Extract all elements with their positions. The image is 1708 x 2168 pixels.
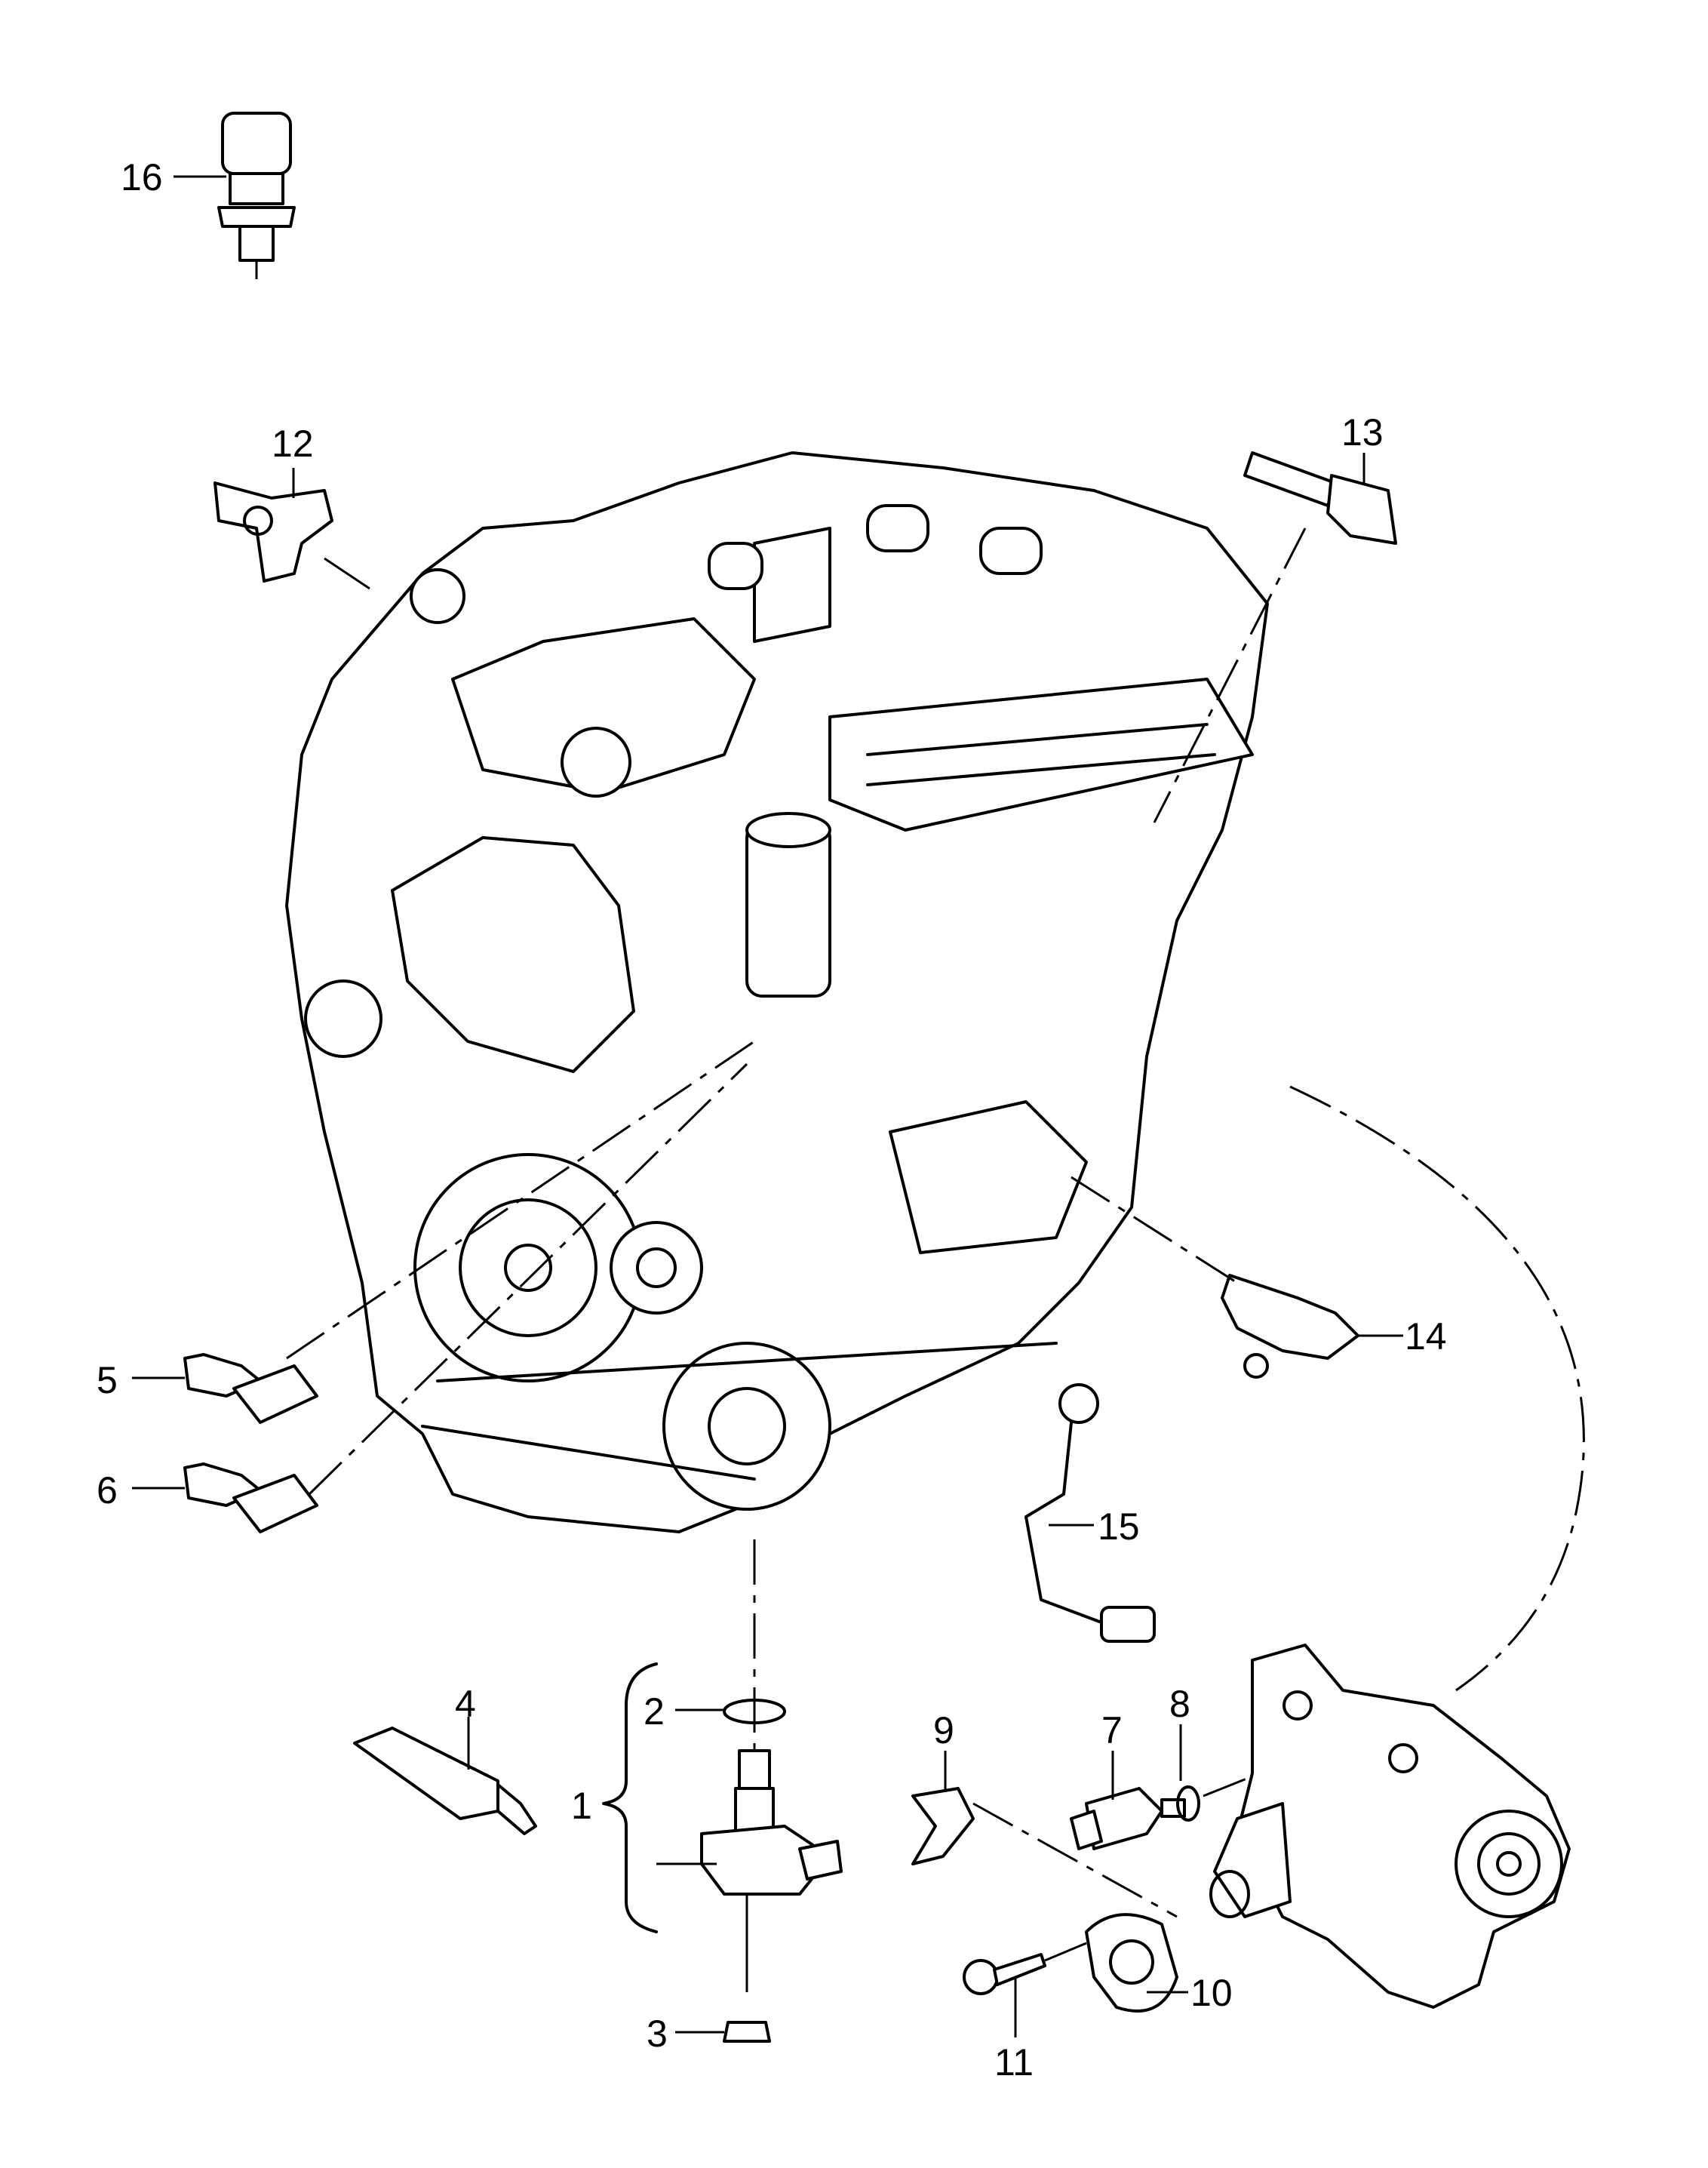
- part-13-sensor: [1153, 451, 1397, 823]
- callout-3: 3: [647, 2013, 668, 2055]
- callout-8: 8: [1169, 1683, 1190, 1725]
- part-3-nut: [675, 2021, 771, 2043]
- callout-4: 4: [455, 1683, 476, 1725]
- part-4-sealant-tube: [353, 1717, 537, 1835]
- callout-2: 2: [644, 1690, 665, 1733]
- callout-15: 15: [1098, 1505, 1140, 1548]
- callout-7: 7: [1101, 1709, 1123, 1751]
- callout-5: 5: [97, 1359, 118, 1401]
- part-9-clip: [911, 1751, 1178, 1918]
- engine-assembly: [285, 451, 1269, 1533]
- callout-14: 14: [1405, 1315, 1447, 1358]
- part-7-temperature-sensor: [1070, 1751, 1186, 1850]
- part-1-oil-level-sensor: [602, 1662, 843, 1992]
- callout-13: 13: [1341, 411, 1384, 454]
- callout-11: 11: [994, 2041, 1034, 2083]
- callout-12: 12: [272, 423, 314, 465]
- water-pump-assembly: [1209, 1644, 1571, 2009]
- leader-water-pump: [1289, 1085, 1585, 1692]
- callout-1: 1: [571, 1785, 592, 1827]
- part-5-pressure-switch: [132, 1040, 755, 1424]
- part-15-ground-cable: [1024, 1383, 1156, 1643]
- callout-9: 9: [933, 1709, 954, 1751]
- part-11-screw: [963, 1942, 1087, 2037]
- part-14-sensor: [1071, 1176, 1403, 1379]
- part-6-pressure-switch: [132, 1062, 748, 1533]
- callout-10: 10: [1190, 1972, 1233, 2014]
- part-16-sensor: [174, 112, 296, 279]
- callout-6: 6: [97, 1469, 118, 1511]
- part-2-o-ring: [675, 1699, 786, 1724]
- callout-16: 16: [121, 156, 163, 198]
- part-10-gasket: [1085, 1913, 1188, 2013]
- part-8-seal-ring: [1176, 1724, 1261, 1822]
- part-12-sensor: [214, 468, 370, 590]
